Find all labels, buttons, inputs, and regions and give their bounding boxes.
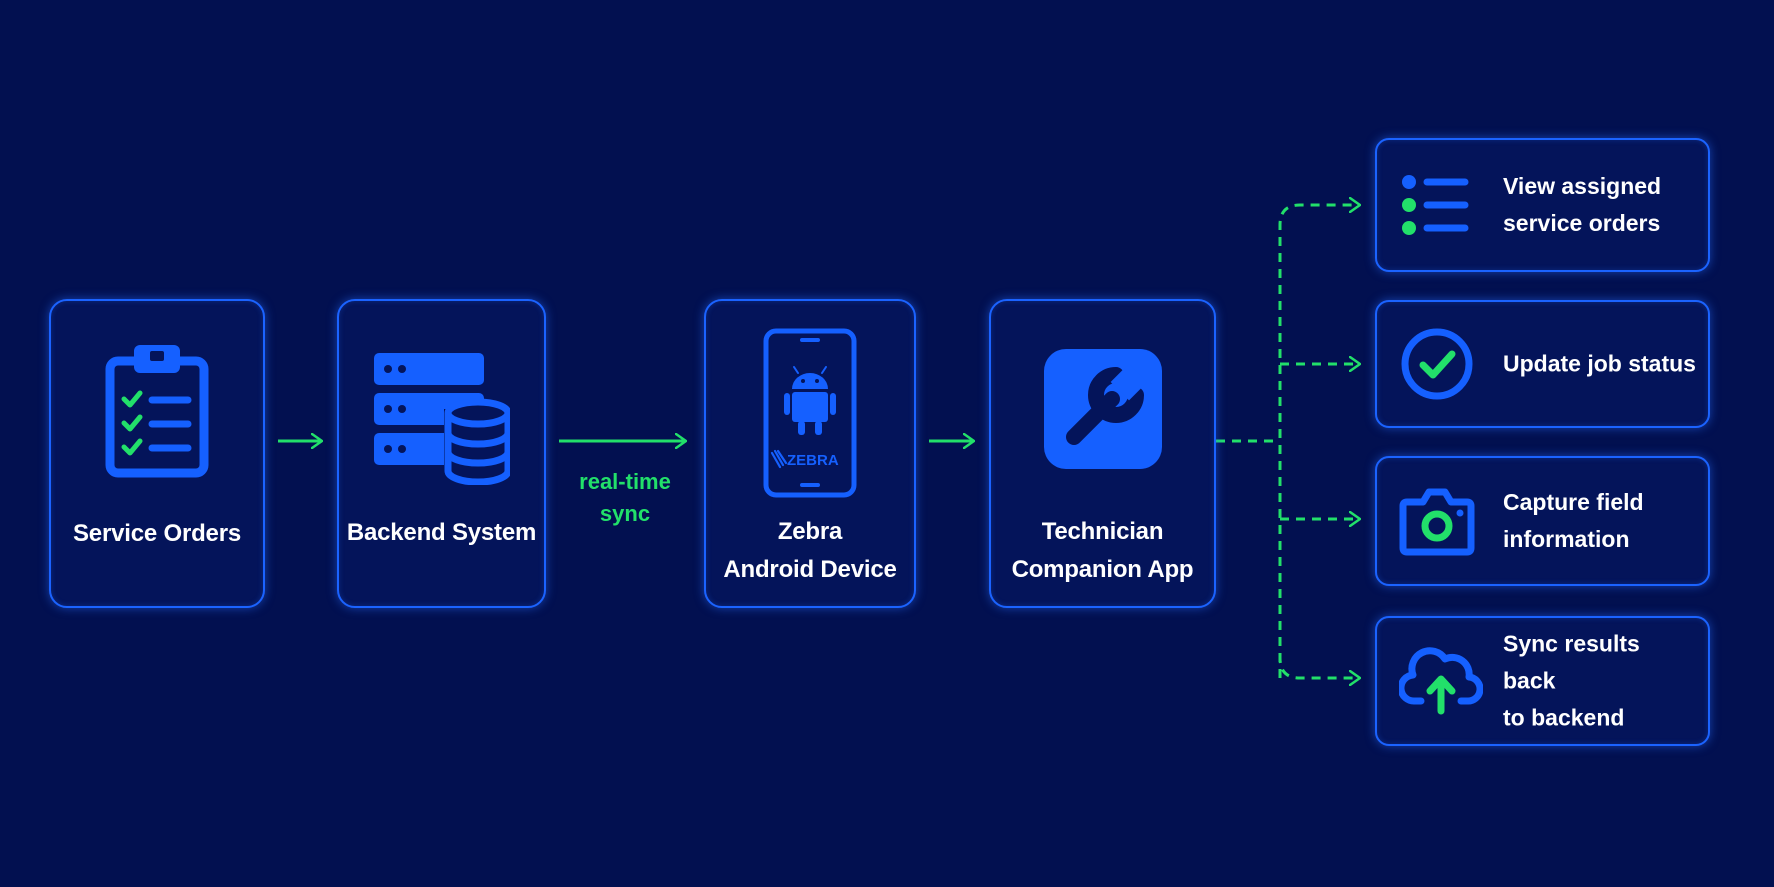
android-phone-icon: ZEBRA (763, 328, 857, 498)
sync-label: real-time sync (579, 469, 671, 526)
node-backend-system: Backend System (337, 299, 546, 608)
node-service-orders: Service Orders (49, 299, 265, 608)
list-icon (1402, 175, 1469, 235)
output-capture-info: Capture field information (1375, 456, 1710, 586)
output-update-status: Update job status (1375, 300, 1710, 428)
output-label: Update job status (1503, 350, 1696, 377)
wrench-app-icon (1043, 349, 1162, 469)
node-label: Zebra Android Device (723, 518, 897, 583)
brand-text: ZEBRA (787, 452, 839, 469)
node-label: Backend System (346, 519, 537, 546)
cloud-upload-icon (1399, 647, 1483, 715)
node-zebra-device: ZEBRA Zebra Android Device (704, 299, 916, 608)
output-sync-results: Sync results back to backend (1375, 616, 1710, 746)
output-view-orders: View assigned service orders (1375, 138, 1710, 272)
node-companion-app: Technician Companion App (989, 299, 1216, 608)
clipboard-checklist-icon (105, 345, 209, 478)
output-label: Sync results back to backend (1503, 630, 1640, 731)
output-label: Capture field information (1503, 489, 1644, 552)
camera-icon (1399, 488, 1475, 556)
node-label: Service Orders (73, 520, 241, 547)
output-label: View assigned service orders (1503, 173, 1662, 236)
node-label: Technician Companion App (1011, 518, 1194, 583)
check-circle-icon (1401, 328, 1473, 400)
server-database-icon (373, 353, 510, 485)
branch-connector (1216, 205, 1360, 678)
